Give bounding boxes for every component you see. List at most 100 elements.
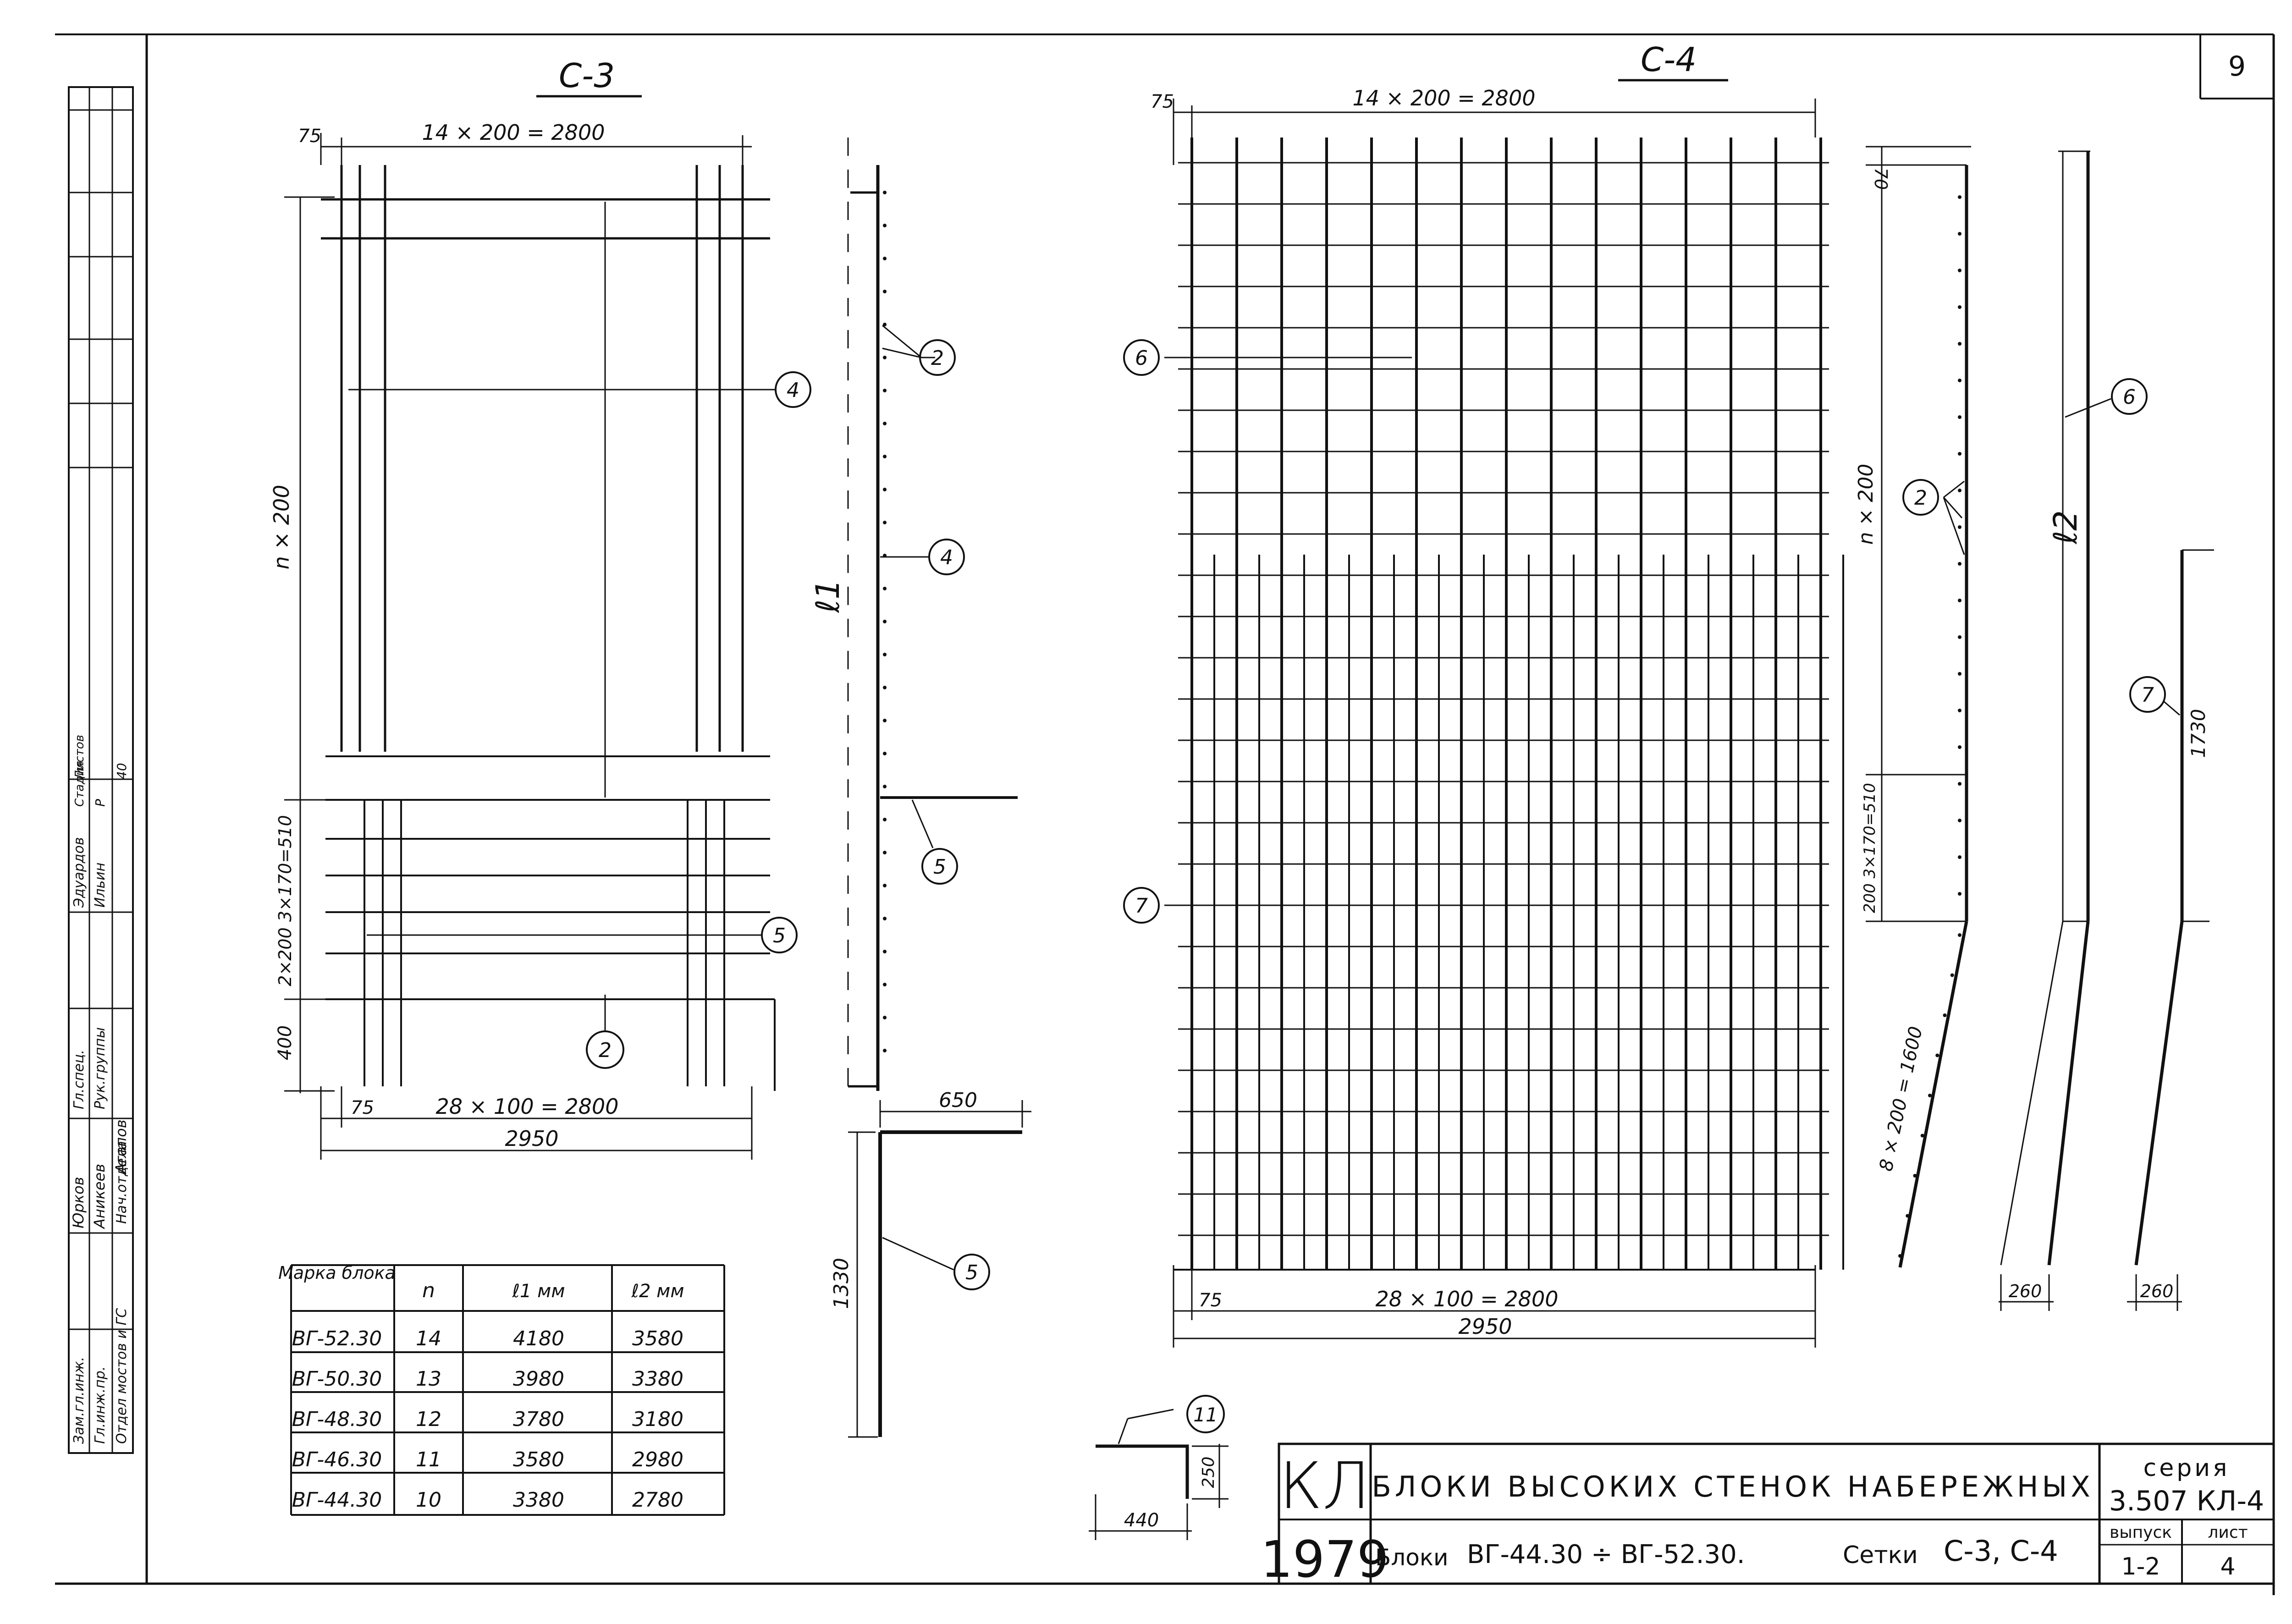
c3-section-weld-dot <box>883 224 887 227</box>
table-r1-c3: 3380 <box>632 1367 683 1391</box>
drawing-c3: С-3 75 14 × 200 = 2800 n × 200 2×200 3×1… <box>269 56 811 1160</box>
table-header-1: n <box>422 1279 435 1302</box>
detail-l-horizontal: 650 <box>939 1089 977 1112</box>
c4-section-weld-dot <box>1950 973 1954 977</box>
c3-mesh <box>321 165 776 1091</box>
c3-section-weld-dot <box>883 1049 887 1052</box>
page-number-box: 9 <box>2199 34 2274 99</box>
detail-l-bar: 650 1330 5 <box>830 1089 1031 1438</box>
sheet-label: лист <box>2208 1523 2248 1542</box>
c4-dim-total: 2950 <box>1458 1314 1512 1339</box>
c4-section-weld-dot <box>1958 782 1961 786</box>
c4-section-callout-2: 2 <box>1914 486 1927 510</box>
c3-section-weld-dot <box>883 752 887 755</box>
c3-section-callout-5: 5 <box>933 855 946 879</box>
c3-callout-4: 4 <box>787 379 799 402</box>
sig-entry-9: Эдуардов <box>71 837 87 908</box>
c4-section-weld-dot <box>1958 305 1961 309</box>
section-c4: 70 n × 200 200 3×170=510 8 × 200 = 1600 … <box>1854 146 1971 1268</box>
c3-dim-top-left: 75 <box>298 126 321 147</box>
bar6-length: ℓ2 <box>2047 510 2084 544</box>
c3-section-weld-dot <box>883 587 887 590</box>
c4-section-weld-dot <box>1928 1094 1932 1097</box>
c4-section-weld-dot <box>1958 232 1961 236</box>
c3-section-weld-dot <box>883 1016 887 1019</box>
c3-section-weld-dot <box>883 455 887 458</box>
table-r2-c0: ВГ-48.30 <box>292 1408 382 1431</box>
sig-entry-0: Зам.гл.инж. <box>71 1357 87 1444</box>
table-r3-c2: 3580 <box>513 1448 564 1471</box>
detail-l-vertical: 1330 <box>830 1258 853 1309</box>
c3-section-weld-dot <box>883 653 887 656</box>
c4-section-dots <box>1898 195 1961 1258</box>
c3-dim-vertical-mid: 2×200 3×170=510 <box>275 815 295 986</box>
c4-section-weld-dot <box>1958 452 1961 456</box>
sig-entry-10: Ильин <box>92 863 108 908</box>
bar6-foot: 260 <box>2009 1281 2042 1301</box>
sig-entry-1: Гл.инж.пр. <box>92 1366 108 1444</box>
table-r0-c1: 14 <box>416 1327 441 1350</box>
c4-section-weld-dot <box>1958 599 1961 602</box>
sig-entry-6: Агапов <box>112 1119 130 1174</box>
c4-dim-top: 14 × 200 = 2800 <box>1353 86 1536 110</box>
issue-label: выпуск <box>2110 1523 2172 1542</box>
c3-dim-bottom-spacing: 28 × 100 = 2800 <box>436 1094 619 1119</box>
c3-section-callout-4: 4 <box>940 546 953 569</box>
bar7-callout: 7 <box>2141 683 2154 707</box>
c4-section-weld-dot <box>1943 1013 1947 1017</box>
c4-callout-6: 6 <box>1135 347 1148 370</box>
c4-section-weld-dot <box>1958 745 1961 749</box>
table-r1-c0: ВГ-50.30 <box>292 1367 382 1391</box>
title-block: КЛ 1979 БЛОКИ ВЫСОКИХ СТЕНОК НАБЕРЕЖНЫХ … <box>1261 1442 2275 1589</box>
c3-dim-bottom-left: 75 <box>351 1097 374 1118</box>
c3-section-weld-dot <box>883 950 887 953</box>
c4-section-weld-dot <box>1958 489 1961 492</box>
c4-section-weld-dot <box>1920 1134 1924 1138</box>
c4-section-weld-dot <box>1958 892 1961 896</box>
sheet-value: 4 <box>2220 1553 2235 1580</box>
title-org-code: КЛ <box>1279 1449 1371 1524</box>
sig-entry-3: Нач.отдела <box>114 1141 130 1224</box>
c3-section-weld-dot <box>883 686 887 689</box>
table-grid <box>290 1264 725 1516</box>
c3-section-weld-dot <box>883 290 887 293</box>
c4-section-weld-dot <box>1958 195 1961 199</box>
bar-7-detail: 1730 7 260 <box>2127 549 2214 1311</box>
c3-section-weld-dot <box>883 323 887 326</box>
c4-section-mid: 200 3×170=510 <box>1861 783 1879 913</box>
c4-section-weld-dot <box>1898 1254 1902 1258</box>
c3-section-weld-dot <box>883 851 887 854</box>
c4-section-weld-dot <box>1958 819 1961 822</box>
table-r0-c0: ВГ-52.30 <box>292 1327 382 1350</box>
c3-section-weld-dot <box>883 488 887 491</box>
c3-section-weld-dot <box>883 422 887 425</box>
c3-section-weld-dot <box>883 356 887 359</box>
c4-callout-7: 7 <box>1135 894 1148 918</box>
drawing-c4: С-4 75 14 × 200 = 2800 75 28 × 100 = 280… <box>1123 40 1844 1348</box>
c4-section-inclined: 8 × 200 = 1600 <box>1875 1024 1927 1173</box>
series-value: 3.507 КЛ-4 <box>2109 1485 2264 1517</box>
table-r4-c1: 10 <box>416 1488 441 1512</box>
c3-section-dots <box>883 191 887 1052</box>
bar-6-detail: ℓ2 6 260 <box>1999 150 2148 1311</box>
c4-section-top: 70 <box>1871 168 1891 190</box>
table-r3-c1: 11 <box>416 1448 441 1471</box>
sig-entry-2: Отдел мостов и ГС <box>114 1308 130 1444</box>
c3-section-weld-dot <box>883 719 887 722</box>
c3-dim-top: 14 × 200 = 2800 <box>422 120 605 145</box>
bar7-length: 1730 <box>2187 709 2209 758</box>
issue-value: 1-2 <box>2121 1553 2160 1580</box>
title-subtitle-prefix: Блоки <box>1375 1544 1449 1571</box>
series-label: серия <box>2143 1454 2230 1482</box>
c4-section-weld-dot <box>1958 672 1961 676</box>
c3-length-l1: ℓ1 <box>809 579 847 613</box>
c3-section-weld-dot <box>883 191 887 194</box>
sig-entry-11: Стадия <box>73 761 87 807</box>
c4-dim-top-left: 75 <box>1151 91 1174 112</box>
table-r2-c3: 3180 <box>632 1408 683 1431</box>
sig-entry-5: Аникеев <box>91 1164 108 1229</box>
c3-section-weld-dot <box>883 389 887 392</box>
title-subtitle-nets-label: Сетки <box>1843 1541 1918 1569</box>
c3-dim-vertical-main: n × 200 <box>269 485 294 570</box>
c3-title: С-3 <box>559 56 615 95</box>
